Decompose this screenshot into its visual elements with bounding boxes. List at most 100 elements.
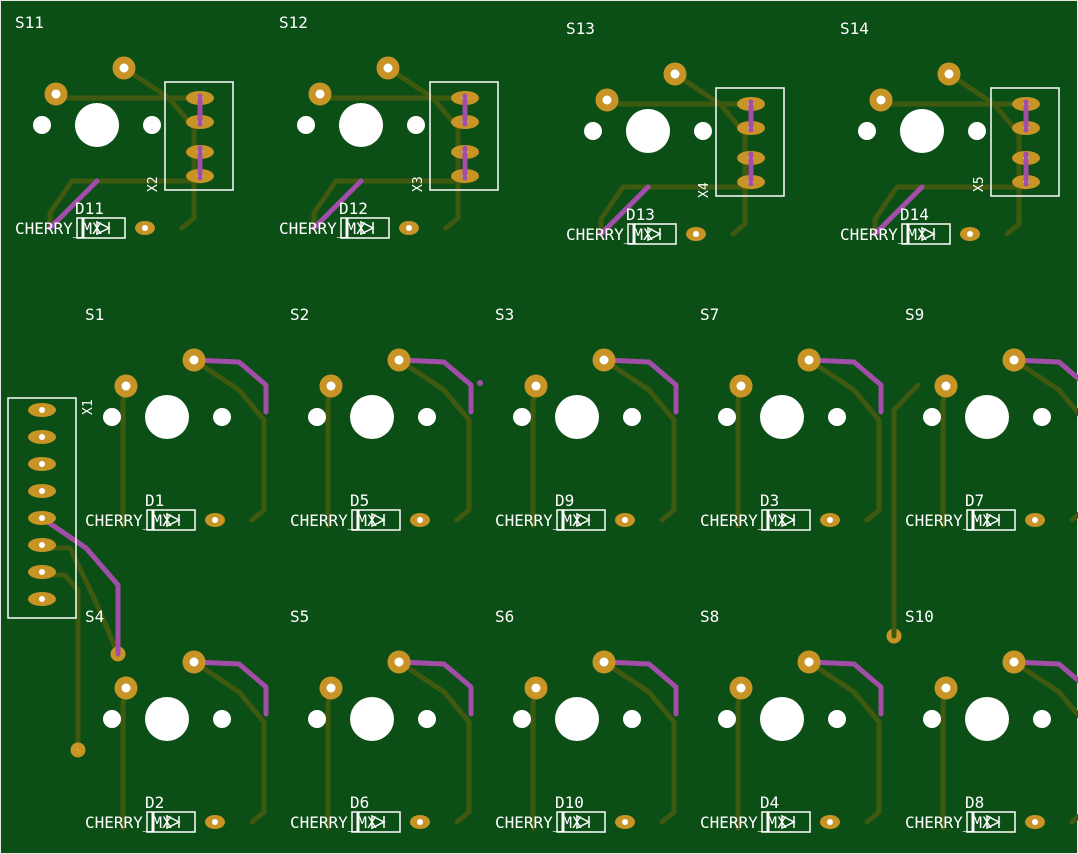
switch-ref-label: S12 [279,13,308,32]
switch-center-hole [339,103,383,147]
diode-symbol-icon [921,226,936,242]
switch-pad-2 [934,676,958,700]
switch-ref-label: S11 [15,13,44,32]
back-trace [1011,357,1078,382]
switch-peg-hole [33,116,51,134]
diode-outline [901,223,951,245]
connector-ref-label: X3 [411,176,426,192]
diode-symbol-icon [576,814,591,830]
footprint-label: CHERRY_MX [700,511,787,530]
switch-ref-label: S6 [495,607,514,626]
diode-ref-label: D8 [965,793,984,812]
diode-ref-label: D9 [555,491,574,510]
switch-pad-2 [114,374,138,398]
footprint-label: CHERRY_MX [279,219,366,238]
diode-symbol-icon [647,226,662,242]
diode-symbol-icon [371,512,386,528]
back-trace [191,659,269,717]
switch-pad-2 [319,374,343,398]
diode-outline [761,811,811,833]
switch-peg-hole [418,408,436,426]
diode-outline [146,509,196,531]
diode-symbol-icon [781,512,796,528]
switch-peg-hole [308,408,326,426]
switch-peg-hole [513,710,531,728]
back-traces-layer [39,178,1078,717]
switch-pad-1 [797,650,821,674]
switch-pad-2 [319,676,343,700]
switch-pad-1 [937,62,961,86]
switch-ref-label: S8 [700,607,719,626]
switch-center-hole [760,697,804,741]
diode-symbol-icon [166,814,181,830]
switch-peg-hole [923,408,941,426]
switch-pad-2 [114,676,138,700]
diode-symbol-icon [781,814,796,830]
diode-outline [627,223,677,245]
switch-ref-label: S13 [566,19,595,38]
connector-x5: X5 [972,87,1060,197]
switch-pad-2 [524,374,548,398]
connector-outline [429,81,499,191]
footprint-label: CHERRY_MX [85,511,172,530]
diode-symbol-icon [371,814,386,830]
via [477,380,483,386]
connector-outline [164,81,234,191]
switch-peg-hole [418,710,436,728]
switch-center-hole [900,109,944,153]
back-trace [806,659,884,717]
switch-ref-label: S3 [495,305,514,324]
switch-pad-2 [729,676,753,700]
switch-peg-hole [923,710,941,728]
footprint-label: CHERRY_MX [15,219,102,238]
switch-pad-1 [592,650,616,674]
footprint-label: CHERRY_MX [840,225,927,244]
switch-pad-1 [592,348,616,372]
diode-outline [340,217,390,239]
switch-ref-label: S7 [700,305,719,324]
switch-pad-2 [595,88,619,112]
switch-ref-label: S10 [905,607,934,626]
switch-pad-2 [44,82,68,106]
diode-ref-label: D1 [145,491,164,510]
diode-symbol-icon [986,512,1001,528]
back-trace [396,659,474,717]
switch-ref-label: S4 [85,607,104,626]
footprint-label: CHERRY_MX [905,813,992,832]
trace-column [311,178,469,230]
diode-ref-label: D12 [339,199,368,218]
switch-pad-2 [524,676,548,700]
back-trace [311,178,364,231]
connector-x3: X3 [411,81,499,192]
switch-center-hole [555,395,599,439]
switch-peg-hole [623,408,641,426]
switch-pad-2 [308,82,332,106]
switch-pad-1 [376,56,400,80]
trace-column [891,382,921,639]
switch-ref-label: S1 [85,305,104,324]
back-trace [47,178,100,231]
connector-ref-label: X4 [697,182,712,198]
switch-peg-hole [308,710,326,728]
switch-pad-1 [387,650,411,674]
switch-peg-hole [584,122,602,140]
switch-center-hole [145,697,189,741]
diode-symbol-icon [986,814,1001,830]
switch-pad-1 [387,348,411,372]
footprint-label: CHERRY_MX [495,511,582,530]
